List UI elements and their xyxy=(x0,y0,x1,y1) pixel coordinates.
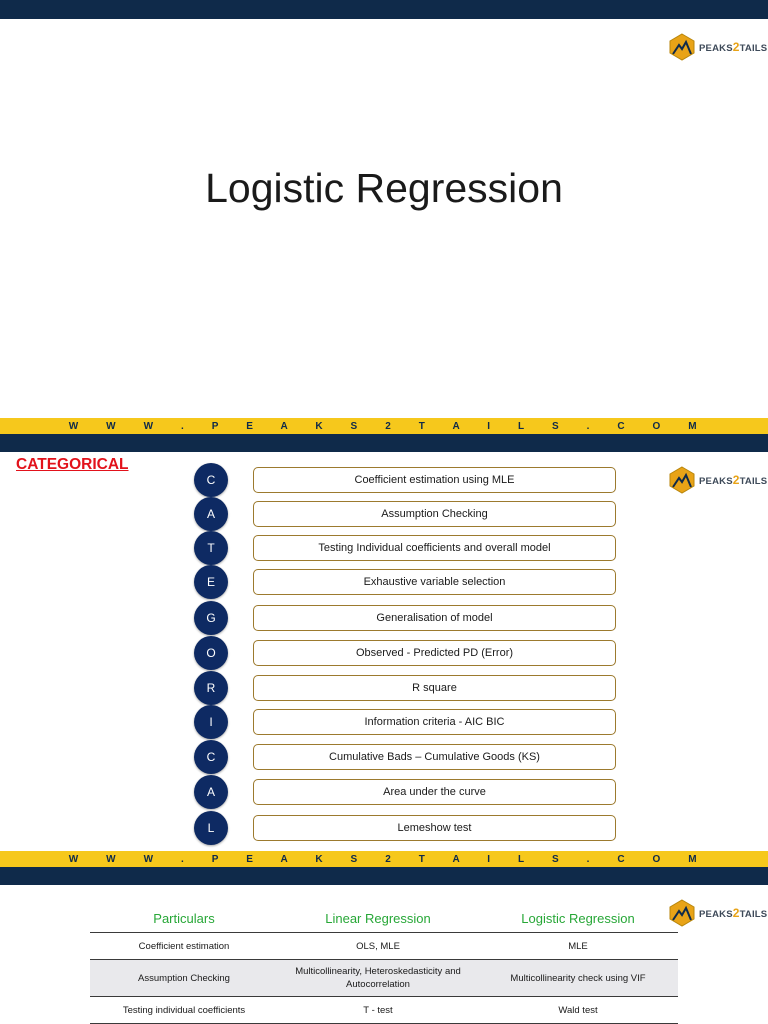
item-box: Testing Individual coefficients and over… xyxy=(253,535,616,561)
table-cell: OLS, MLE xyxy=(356,940,400,952)
section-banner xyxy=(0,434,768,452)
acronym-item: R R square xyxy=(194,671,616,705)
table-cell: Wald test xyxy=(558,1004,598,1016)
letter-circle: T xyxy=(194,531,228,565)
brand-logo: PEAKS2TAILS xyxy=(668,33,767,61)
item-box: Generalisation of model xyxy=(253,605,616,631)
letter-circle: C xyxy=(194,463,228,497)
letter-circle: G xyxy=(194,601,228,635)
table-cell: MLE xyxy=(568,940,588,952)
acronym-item: T Testing Individual coefficients and ov… xyxy=(194,531,616,565)
table-cell: T - test xyxy=(363,1004,393,1016)
mountain-logo-icon xyxy=(669,33,695,61)
table-row: Assumption Checking Multicollinearity, H… xyxy=(90,960,678,997)
categorical-heading: CATEGORICAL xyxy=(16,456,129,473)
acronym-item: G Generalisation of model xyxy=(194,601,616,635)
table-cell: Multicollinearity, Heteroskedasticity an… xyxy=(295,966,461,990)
table-row: Coefficient estimation OLS, MLE MLE xyxy=(90,932,678,960)
logo-wordmark: PEAKS2TAILS xyxy=(699,40,768,54)
table-cell: Assumption Checking xyxy=(138,972,230,984)
letter-circle: A xyxy=(194,497,228,531)
item-box: Cumulative Bads – Cumulative Goods (KS) xyxy=(253,744,616,770)
letter-circle: R xyxy=(194,671,228,705)
logo-wordmark: PEAKS2TAILS xyxy=(699,473,768,487)
acronym-item: O Observed - Predicted PD (Error) xyxy=(194,636,616,670)
url-text: W W W . P E A K S 2 T A I L S . C O M xyxy=(68,853,710,865)
item-box: Observed - Predicted PD (Error) xyxy=(253,640,616,666)
table-cell: Testing individual coefficients xyxy=(122,1004,246,1016)
acronym-item: A Area under the curve xyxy=(194,775,616,809)
logo-wordmark: PEAKS2TAILS xyxy=(699,906,768,920)
acronym-item: I Information criteria - AIC BIC xyxy=(194,705,616,739)
item-box: Exhaustive variable selection xyxy=(253,569,616,595)
item-box: R square xyxy=(253,675,616,701)
item-box: Coefficient estimation using MLE xyxy=(253,467,616,493)
letter-circle: C xyxy=(194,740,228,774)
header-linear: Linear Regression xyxy=(325,910,431,926)
top-banner xyxy=(0,0,768,19)
item-box: Area under the curve xyxy=(253,779,616,805)
acronym-item: C Cumulative Bads – Cumulative Goods (KS… xyxy=(194,740,616,774)
header-logistic: Logistic Regression xyxy=(521,910,635,926)
slide-title: Logistic Regression xyxy=(205,165,563,211)
header-particulars: Particulars xyxy=(153,910,215,926)
table-header: Particulars Linear Regression Logistic R… xyxy=(90,904,678,932)
acronym-item: L Lemeshow test xyxy=(194,811,616,845)
mountain-logo-icon xyxy=(669,899,695,927)
table-row: Testing individual coefficients T - test… xyxy=(90,997,678,1024)
item-box: Assumption Checking xyxy=(253,501,616,527)
url-text: W W W . P E A K S 2 T A I L S . C O M xyxy=(68,420,710,432)
url-banner: W W W . P E A K S 2 T A I L S . C O M xyxy=(0,851,768,867)
brand-logo: PEAKS2TAILS xyxy=(668,899,767,927)
item-box: Information criteria - AIC BIC xyxy=(253,709,616,735)
item-box: Lemeshow test xyxy=(253,815,616,841)
table-cell: Multicollinearity check using VIF xyxy=(510,972,646,984)
letter-circle: I xyxy=(194,705,228,739)
acronym-item: A Assumption Checking xyxy=(194,497,616,531)
url-banner: W W W . P E A K S 2 T A I L S . C O M xyxy=(0,418,768,434)
letter-circle: O xyxy=(194,636,228,670)
brand-logo: PEAKS2TAILS xyxy=(668,466,767,494)
letter-circle: L xyxy=(194,811,228,845)
letter-circle: E xyxy=(194,565,228,599)
mountain-logo-icon xyxy=(669,466,695,494)
table-cell: Coefficient estimation xyxy=(138,940,230,952)
acronym-item: C Coefficient estimation using MLE xyxy=(194,463,616,497)
acronym-item: E Exhaustive variable selection xyxy=(194,565,616,599)
section-banner xyxy=(0,867,768,885)
comparison-table: Particulars Linear Regression Logistic R… xyxy=(90,904,678,1024)
letter-circle: A xyxy=(194,775,228,809)
